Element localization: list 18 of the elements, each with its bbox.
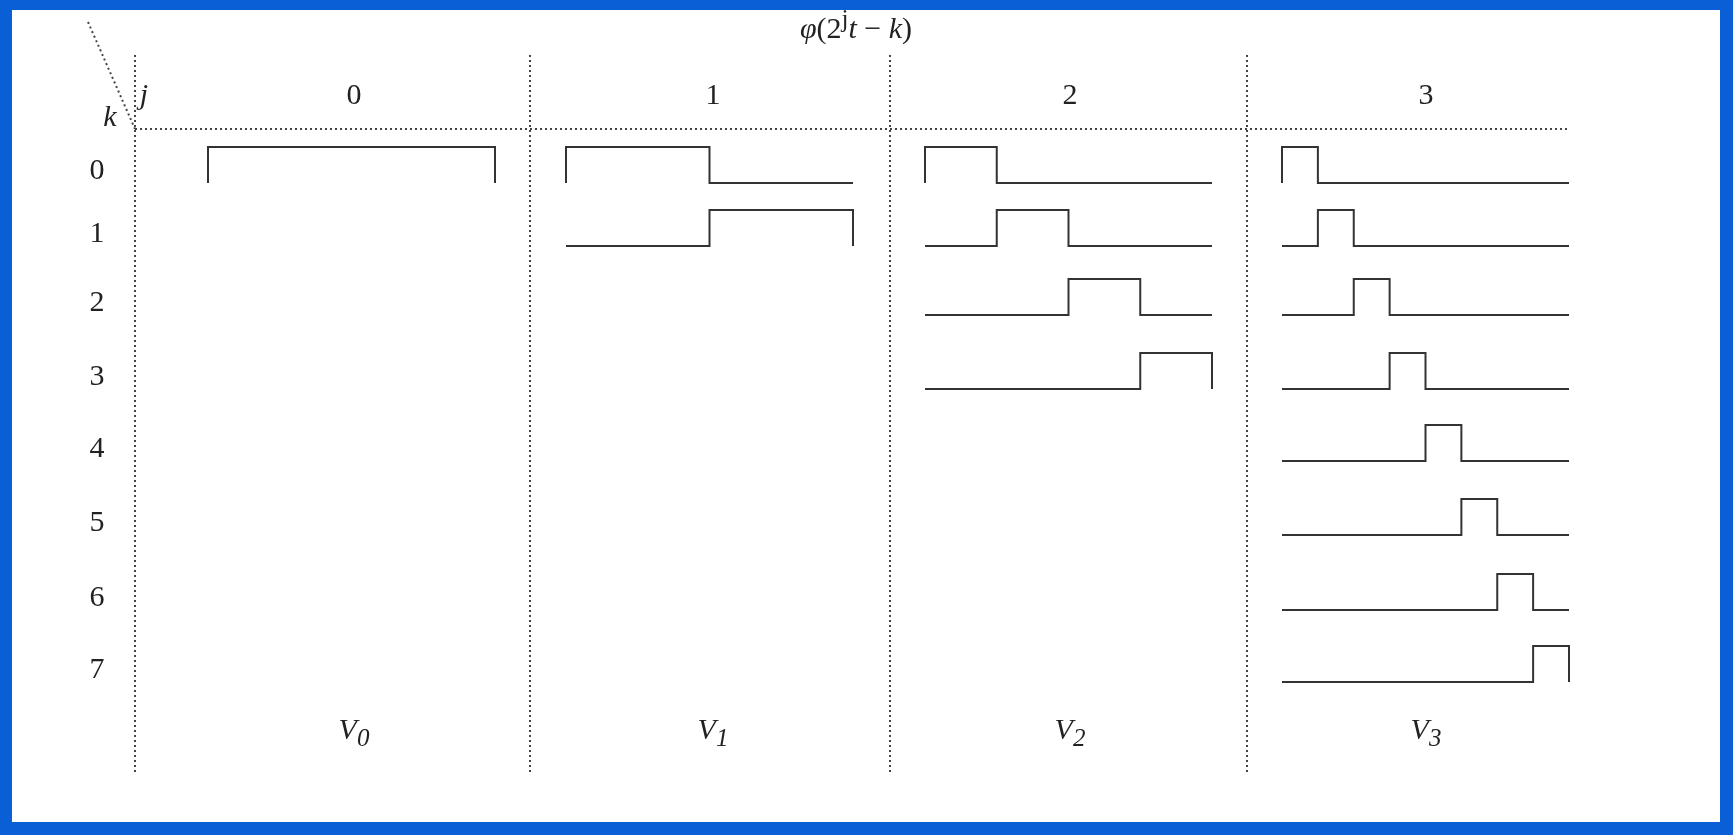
column-number: 0 <box>346 79 362 109</box>
row-number: 6 <box>89 581 105 611</box>
subspace-label: V$_{3}$ <box>1410 714 1442 750</box>
row-number: 0 <box>89 154 105 184</box>
column-number: 3 <box>1418 79 1434 109</box>
row-number: 7 <box>89 653 105 683</box>
subspace-label: V$_{2}$ <box>1054 714 1086 750</box>
row-number: 3 <box>89 360 105 390</box>
subspace-label: V$_{1}$ <box>697 714 729 750</box>
column-number: 2 <box>1062 79 1078 109</box>
subspace-label: V$_{0}$ <box>338 714 370 750</box>
row-number: 2 <box>89 286 105 316</box>
row-number: 4 <box>89 432 105 462</box>
axis-label: k <box>103 101 117 131</box>
row-number: 5 <box>89 506 105 536</box>
column-number: 1 <box>705 79 721 109</box>
formula-title: φ(2$^{j}$t − k) <box>799 5 913 43</box>
row-number: 1 <box>89 217 105 247</box>
